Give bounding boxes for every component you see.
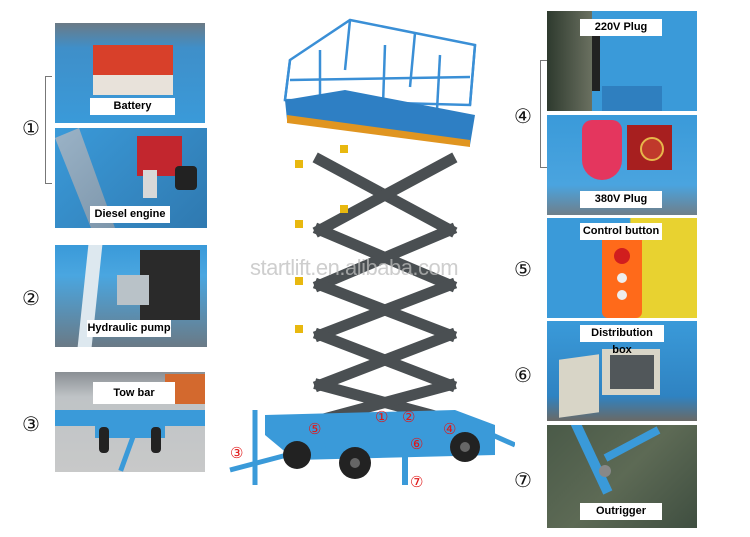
callout-7: ⑦ bbox=[514, 468, 532, 492]
380v-plug-label: 380V Plug bbox=[580, 191, 662, 208]
callout-1: ① bbox=[22, 116, 40, 140]
callout-5: ⑤ bbox=[514, 257, 532, 281]
control-button-photo: Control button bbox=[547, 218, 697, 318]
callout-2: ② bbox=[22, 286, 40, 310]
scissor-lift-icon bbox=[229, 18, 517, 485]
tow-bar-label: Tow bar bbox=[93, 382, 175, 404]
outrigger-label: Outrigger bbox=[580, 503, 662, 520]
tow-bar-photo: Tow bar bbox=[55, 372, 205, 472]
callout-3: ③ bbox=[22, 412, 40, 436]
callout-marker-7: ⑦ bbox=[410, 473, 424, 491]
callout-marker-2: ② bbox=[402, 408, 416, 426]
220v-plug-photo: 220V Plug bbox=[547, 11, 697, 111]
battery-photo: Battery bbox=[55, 23, 205, 123]
callout-4: ④ bbox=[514, 104, 532, 128]
diesel-engine-photo: Diesel engine bbox=[55, 128, 207, 228]
distribution-box-photo: Distribution box bbox=[547, 321, 697, 421]
callout-marker-6: ⑥ bbox=[410, 435, 424, 453]
group-bracket-1 bbox=[45, 76, 52, 184]
control-button-label: Control button bbox=[580, 223, 662, 240]
watermark: startlift.en.alibaba.com bbox=[250, 255, 459, 280]
outrigger-photo: Outrigger bbox=[547, 425, 697, 528]
diesel-engine-label: Diesel engine bbox=[90, 206, 170, 223]
group-bracket-4 bbox=[540, 60, 547, 168]
hydraulic-pump-label: Hydraulic pump bbox=[87, 320, 171, 337]
distribution-box-label: Distribution box bbox=[580, 325, 664, 356]
callout-marker-4: ④ bbox=[443, 420, 457, 438]
battery-label: Battery bbox=[90, 98, 175, 115]
hydraulic-pump-photo: Hydraulic pump bbox=[55, 245, 207, 347]
380v-plug-photo: 380V Plug bbox=[547, 115, 697, 215]
callout-marker-1: ① bbox=[375, 408, 389, 426]
callout-marker-3: ③ bbox=[230, 444, 244, 462]
scissor-lift-illustration: ① ② ③ ④ ⑤ ⑥ ⑦ bbox=[225, 15, 517, 495]
220v-plug-label: 220V Plug bbox=[580, 19, 662, 36]
callout-6: ⑥ bbox=[514, 363, 532, 387]
callout-marker-5: ⑤ bbox=[308, 420, 322, 438]
